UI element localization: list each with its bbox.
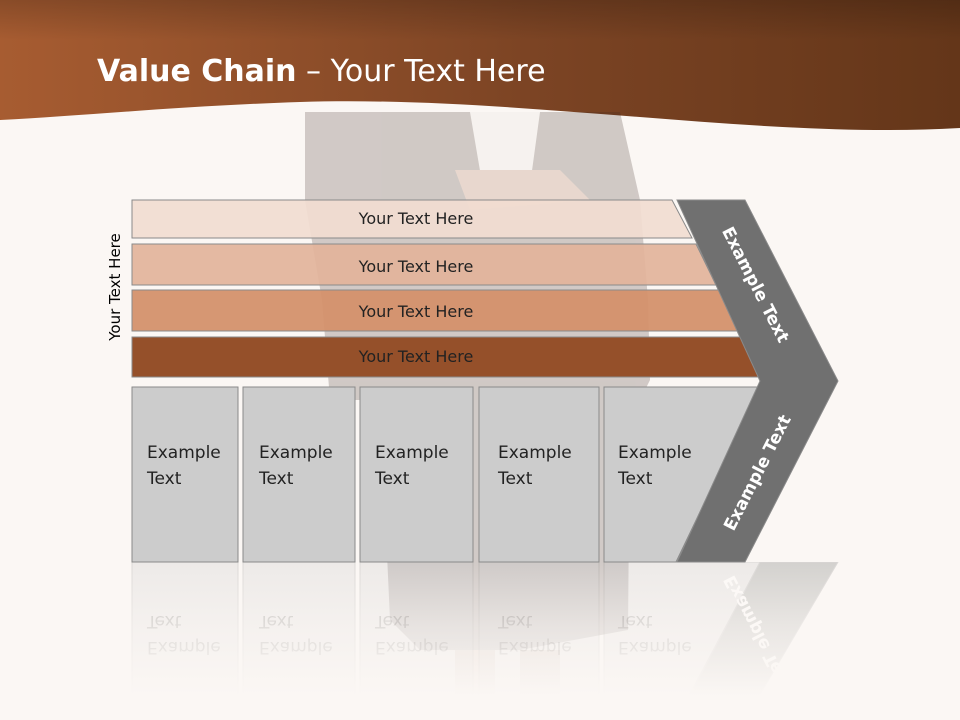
activity-bar-1 xyxy=(131,199,693,239)
activity-bar-2-label: Your Text Here xyxy=(358,257,474,276)
box-3-line-2: Text xyxy=(375,469,410,489)
activity-box-2-label: Example Text xyxy=(259,440,333,492)
box-3-line-1: Example xyxy=(375,443,449,463)
box-4-line-2: Text xyxy=(498,469,533,489)
activity-box-2 xyxy=(242,386,356,563)
box-2-line-2: Text xyxy=(259,469,294,489)
slide-title: Value Chain – Your Text Here xyxy=(97,54,546,89)
box-5-line-1: Example xyxy=(618,443,692,463)
box-4-line-1: Example xyxy=(498,443,572,463)
box-1-line-1: Example xyxy=(147,443,221,463)
title-rest: – Your Text Here xyxy=(296,54,546,89)
box-1-line-2: Text xyxy=(147,469,182,489)
activity-bar-1-label: Your Text Here xyxy=(358,209,474,228)
box-2-line-1: Example xyxy=(259,443,333,463)
title-bold: Value Chain xyxy=(97,54,297,89)
header-band xyxy=(0,0,960,131)
activity-bar-4-label: Your Text Here xyxy=(358,347,474,366)
activity-box-3-label: Example Text xyxy=(375,440,449,492)
activity-box-5-label: Example Text xyxy=(618,440,692,492)
activity-box-4-label: Example Text xyxy=(498,440,572,492)
activity-box-3 xyxy=(359,386,474,563)
activity-bar-3-label: Your Text Here xyxy=(358,302,474,321)
activity-box-4 xyxy=(478,386,600,563)
box-5-line-2: Text xyxy=(618,469,653,489)
activity-box-1-label: Example Text xyxy=(147,440,221,492)
activity-box-1 xyxy=(131,386,239,563)
